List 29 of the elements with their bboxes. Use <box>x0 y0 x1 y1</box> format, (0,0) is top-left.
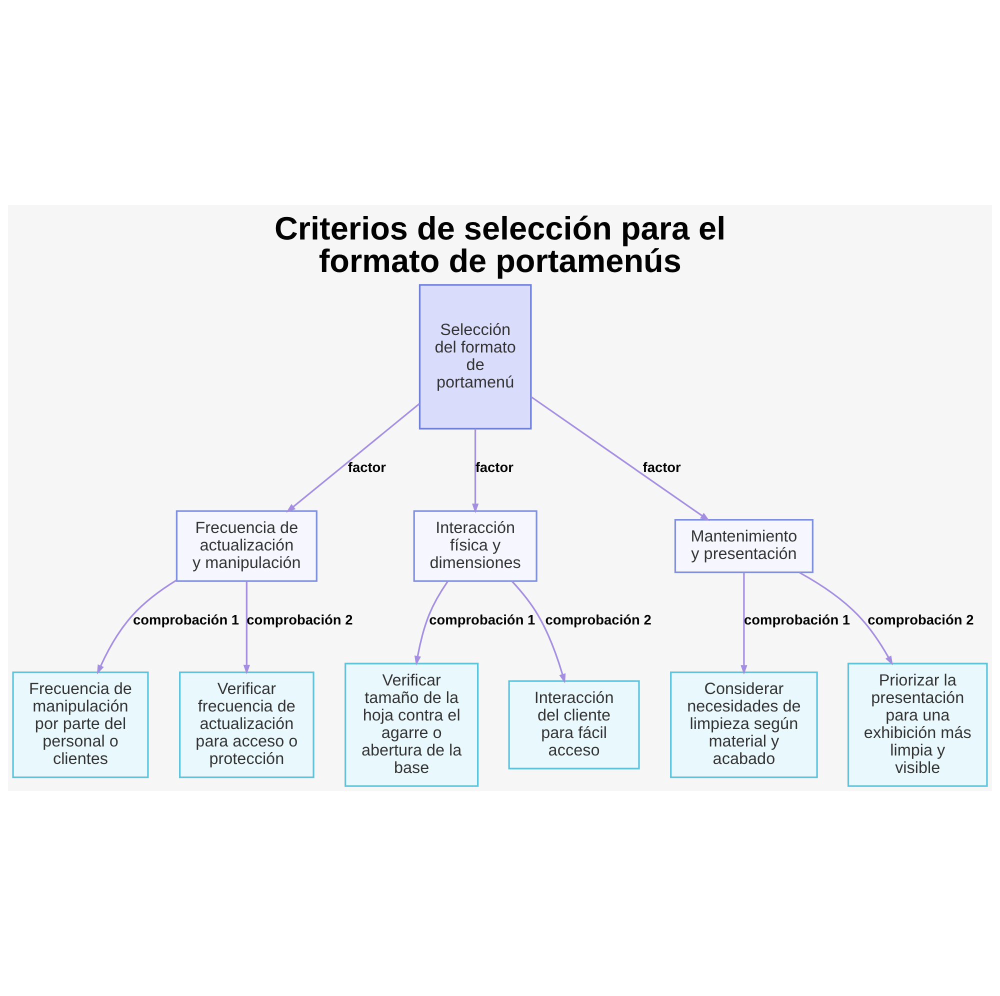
edge-label: comprobación 2 <box>246 612 353 628</box>
arrow <box>530 396 710 522</box>
node-box: Frecuencia de actualización y manipulación <box>176 510 318 582</box>
node-box: Verificar frecuencia de actualización para acceso o protección <box>179 671 314 778</box>
node-box: Considerar necesidades de limpieza según material y acabado <box>670 671 818 778</box>
node-box: Interacción física y dimensiones <box>413 510 538 582</box>
edge-label: comprobación 2 <box>545 612 652 628</box>
arrow <box>740 572 748 675</box>
node-box: Interacción del cliente para fácil acceso <box>508 680 640 770</box>
diagram-title: Criterios de selección para el formato de portamenús <box>274 210 726 280</box>
arrow <box>286 403 420 513</box>
arrow <box>799 572 893 666</box>
edge-label: comprobación 1 <box>132 612 240 628</box>
edge-label: comprobación 1 <box>429 612 536 628</box>
arrow <box>472 428 479 514</box>
arrow <box>96 580 177 674</box>
arrow <box>511 580 566 684</box>
edge-label: factor <box>642 460 681 476</box>
edge-label: comprobación 2 <box>868 612 974 628</box>
node-box: Mantenimiento y presentación <box>674 519 814 574</box>
arrow <box>414 580 448 666</box>
node-box: Priorizar la presentación para una exhibición más limpia y visible <box>847 662 988 787</box>
edge-label: factor <box>475 460 514 476</box>
node-box: Verificar tamaño de la hoja contra el agarre o abertura de la base <box>344 662 479 787</box>
node-box: Selección del formato de portamenú <box>418 284 532 430</box>
edge-label: comprobación 1 <box>744 612 850 628</box>
arrow <box>243 581 250 674</box>
edge-label: factor <box>348 460 386 476</box>
node-box: Frecuencia de manipulación por parte del personal o clientes <box>12 671 149 778</box>
